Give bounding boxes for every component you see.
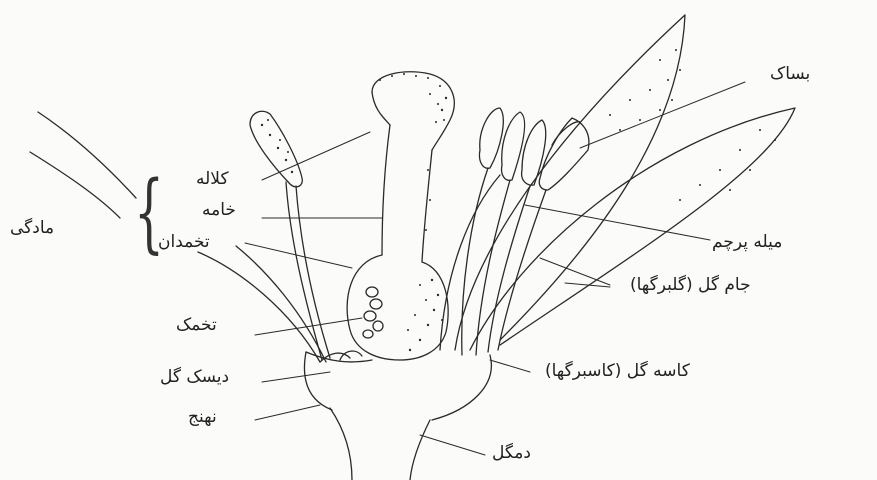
pedicel-shape [330,408,430,480]
label-style: خامه [202,202,236,219]
label-receptacle: نهنج [188,409,217,426]
label-filament: میله پرچم [712,234,782,251]
label-stigma: کلاله [196,171,229,188]
label-calyx: کاسه گل (کاسبرگها) [545,363,690,380]
right-stamens-shape [462,108,589,355]
label-ovule: تخمک [176,317,217,334]
label-corolla: جام گل (گلبرگها) [630,277,751,294]
label-pedicel: دمگل [492,445,531,462]
receptacle-shape [304,352,491,420]
pistil-shape [347,72,454,360]
outer-curves-shape [30,112,136,218]
label-pistil: مادگی [10,220,54,237]
right-petals-shape [440,15,795,350]
leader-lines [245,82,745,455]
label-ovary: تخمدان [158,234,210,251]
left-stamen-shape [250,111,330,360]
pistil-brace: { [134,170,164,256]
label-anther: بساک [770,66,810,83]
left-petals-shape [198,246,362,362]
label-disk: دیسک گل [160,369,229,386]
